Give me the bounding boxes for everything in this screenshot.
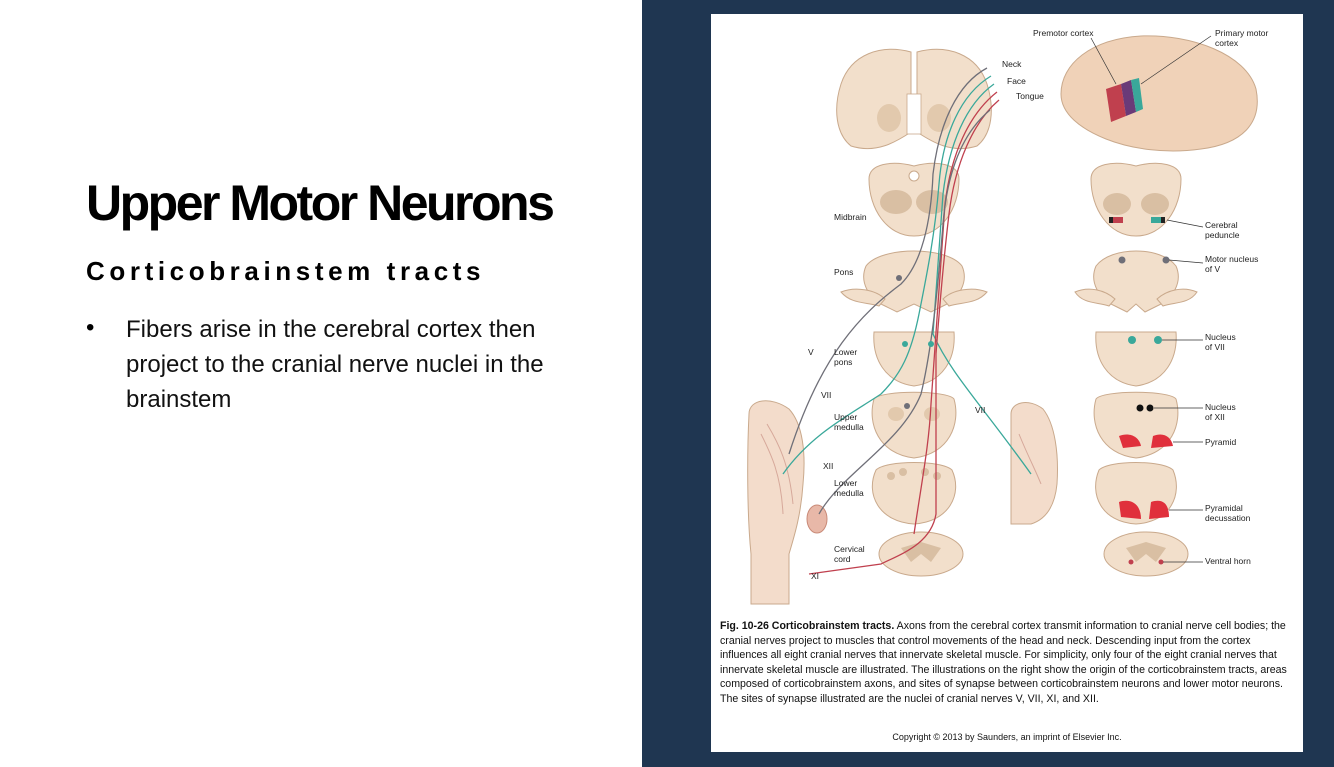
- coronal-brain-section: [836, 48, 992, 150]
- slide-text-area: Upper Motor Neurons Corticobrainstem tra…: [0, 0, 642, 767]
- figure-caption: Fig. 10-26 Corticobrainstem tracts. Axon…: [720, 619, 1296, 707]
- corticobrainstem-diagram: Neck Face Tongue Midbrain Pons Lower pon…: [747, 28, 1269, 605]
- label-lower-pons-1: Lower: [834, 347, 857, 357]
- cervical-cord-section: [878, 531, 964, 577]
- label-nucleus-xii-2: of XII: [1205, 412, 1225, 422]
- right-head-illustration: [1010, 402, 1058, 525]
- right-midbrain-section: [1090, 162, 1182, 237]
- label-ventral-horn: Ventral horn: [1205, 556, 1251, 566]
- label-cervical-2: cord: [834, 554, 851, 564]
- label-pyramidal-decussation-1: Pyramidal: [1205, 503, 1243, 513]
- label-nerve-v: V: [808, 347, 814, 357]
- label-lower-pons-2: pons: [834, 357, 852, 367]
- label-lower-medulla-2: medulla: [834, 488, 864, 498]
- midbrain-section: [868, 162, 960, 237]
- label-pyramidal-decussation-2: decussation: [1205, 513, 1251, 523]
- slide-title: Upper Motor Neurons: [86, 175, 555, 231]
- nucleus-v-dot: [896, 275, 902, 281]
- lower-medulla-section: [871, 462, 957, 525]
- right-lower-medulla-section: [1095, 462, 1177, 525]
- label-cerebral-peduncle-1: Cerebral: [1205, 220, 1238, 230]
- label-tongue: Tongue: [1016, 91, 1044, 101]
- corticobrainstem-tracts: [782, 67, 1032, 575]
- right-cervical-cord-section: [1103, 531, 1189, 577]
- nucleus-vii-dot-right: [928, 341, 934, 347]
- right-pons-section: [1074, 250, 1198, 313]
- copyright-notice: Copyright © 2013 by Saunders, an imprint…: [892, 732, 1122, 742]
- label-lower-medulla-1: Lower: [834, 478, 857, 488]
- label-pons: Pons: [834, 267, 853, 277]
- label-primary-motor-2: cortex: [1215, 38, 1239, 48]
- label-premotor-cortex: Premotor cortex: [1033, 28, 1094, 38]
- label-nucleus-vii-2: of VII: [1205, 342, 1225, 352]
- lateral-brain-illustration: [1060, 35, 1258, 152]
- label-cervical-1: Cervical: [834, 544, 865, 554]
- label-primary-motor-1: Primary motor: [1215, 28, 1269, 38]
- bullet-item: Fibers arise in the cerebral cortex then…: [126, 316, 544, 413]
- lower-pons-section: [873, 331, 955, 387]
- label-midbrain: Midbrain: [834, 212, 867, 222]
- pons-section: [840, 250, 988, 313]
- label-neck: Neck: [1002, 59, 1022, 69]
- right-lower-pons-section: [1095, 331, 1177, 387]
- label-motor-nucleus-1: Motor nucleus: [1205, 254, 1258, 264]
- figure-card: Neck Face Tongue Midbrain Pons Lower pon…: [711, 14, 1303, 752]
- label-pyramid: Pyramid: [1205, 437, 1236, 447]
- slide-subtitle: Corticobrainstem tracts: [86, 256, 486, 286]
- caption-body: Axons from the cerebral cortex transmit …: [720, 620, 1287, 705]
- bullet-icon: •: [86, 314, 95, 341]
- caption-heading: Fig. 10-26 Corticobrainstem tracts.: [720, 620, 895, 632]
- label-motor-nucleus-2: of V: [1205, 264, 1220, 274]
- upper-medulla-section: [871, 391, 957, 459]
- label-nerve-vii-right: VII: [975, 405, 985, 415]
- label-nerve-xi: XI: [811, 571, 819, 581]
- label-nerve-vii-left: VII: [821, 390, 831, 400]
- label-nucleus-vii-1: Nucleus: [1205, 332, 1236, 342]
- nucleus-vii-dot: [902, 341, 908, 347]
- label-nucleus-xii-1: Nucleus: [1205, 402, 1236, 412]
- right-upper-medulla-section: [1093, 391, 1179, 459]
- label-cerebral-peduncle-2: peduncle: [1205, 230, 1240, 240]
- nucleus-xii-dot: [904, 403, 910, 409]
- label-face: Face: [1007, 76, 1026, 86]
- label-upper-medulla-1: Upper: [834, 412, 857, 422]
- label-nerve-xii: XII: [823, 461, 833, 471]
- label-upper-medulla-2: medulla: [834, 422, 864, 432]
